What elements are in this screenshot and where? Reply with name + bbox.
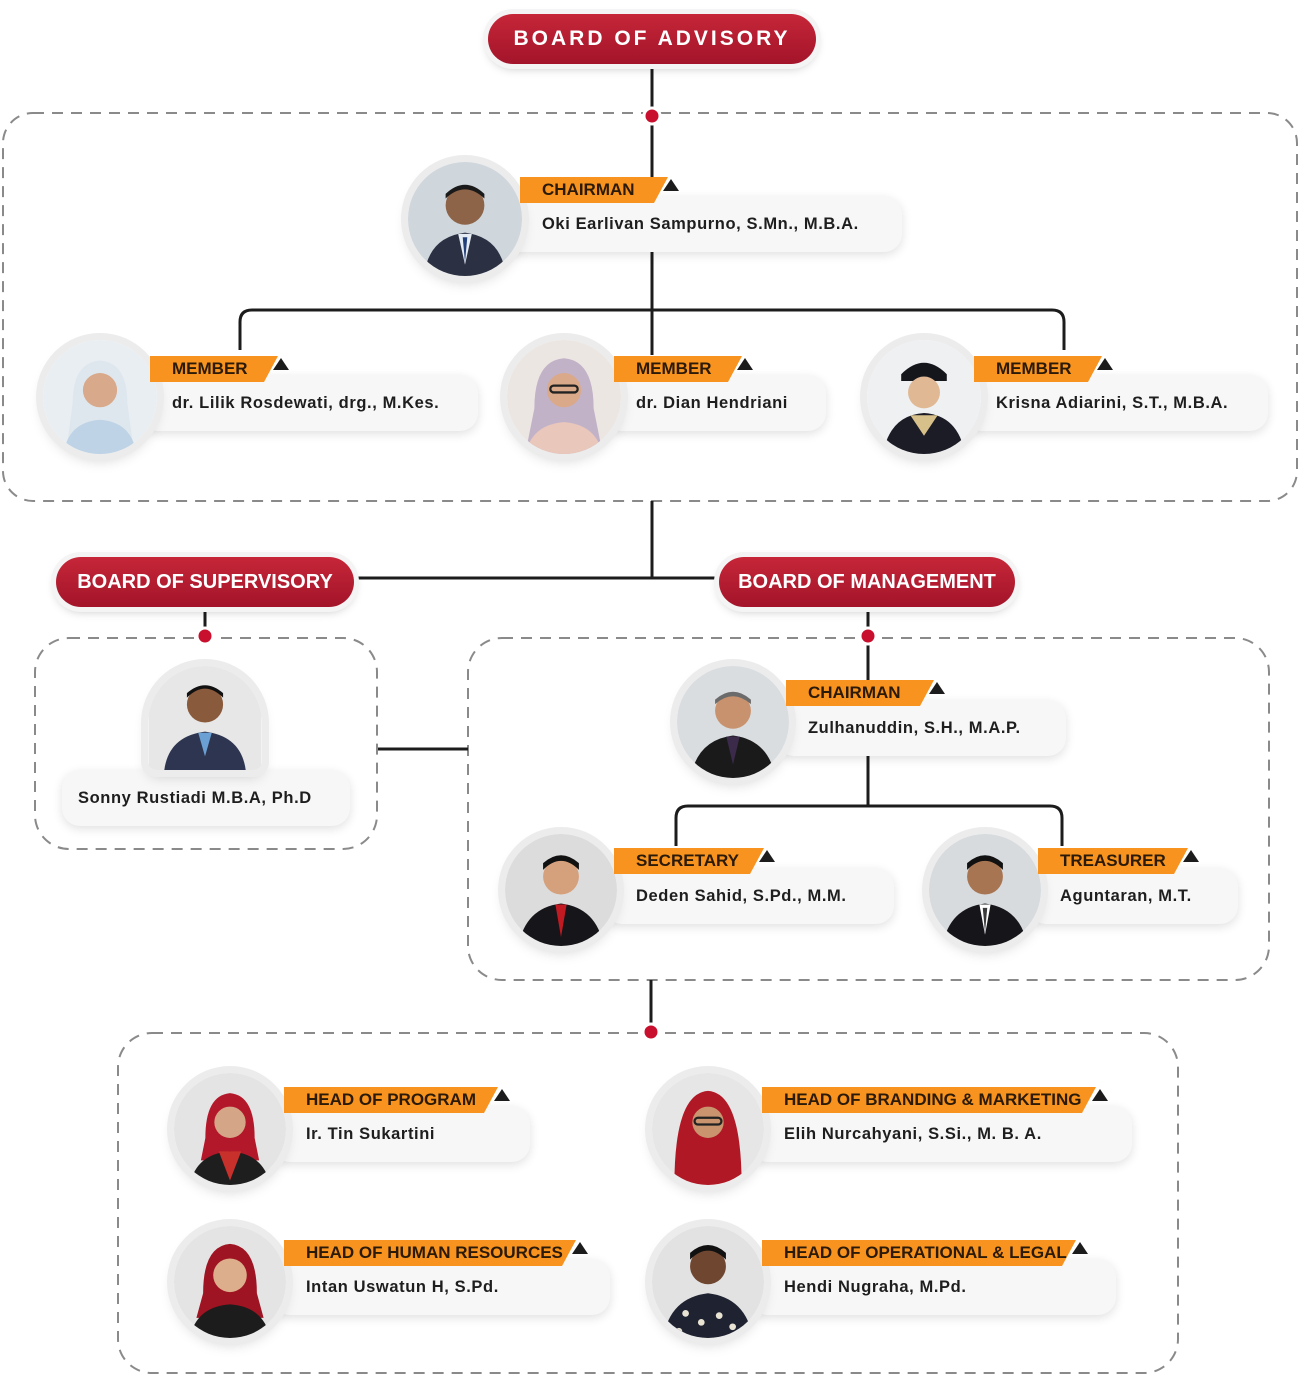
role-tag: SECRETARY xyxy=(614,848,764,874)
role-tag: CHAIRMAN xyxy=(786,680,934,706)
person-name: Aguntaran, M.T. xyxy=(1060,886,1192,905)
role-tag-corner xyxy=(1097,358,1113,370)
person-name: Krisna Adiarini, S.T., M.B.A. xyxy=(996,393,1229,412)
head-card: Ir. Tin Sukartini xyxy=(272,1106,530,1162)
treasurer-card: Aguntaran, M.T. xyxy=(1028,868,1238,924)
role-tag-corner xyxy=(929,682,945,694)
connector-dot xyxy=(642,106,662,126)
role-tag: MEMBER xyxy=(974,356,1102,382)
connector-members-branch xyxy=(238,308,1066,350)
person-name: dr. Lilik Rosdewati, drg., M.Kes. xyxy=(172,393,440,412)
management-chairman-card: Zulhanuddin, S.H., M.A.P. xyxy=(776,700,1066,756)
role-tag-corner xyxy=(572,1242,588,1254)
connector-secretary-treasurer xyxy=(674,804,1064,846)
role-tag-corner xyxy=(1072,1242,1088,1254)
role-tag: CHAIRMAN xyxy=(520,177,668,203)
role-tag-corner xyxy=(1092,1089,1108,1101)
secretary-card: Deden Sahid, S.Pd., M.M. xyxy=(604,868,894,924)
advisory-group-frame xyxy=(2,112,1298,502)
avatar xyxy=(43,340,157,454)
role-tag: HEAD OF OPERATIONAL & LEGAL xyxy=(762,1240,1076,1266)
role-tag-corner xyxy=(759,850,775,862)
role-tag: TREASURER xyxy=(1038,848,1188,874)
supervisory-member-card: Sonny Rustiadi M.B.A, Ph.D xyxy=(62,770,350,826)
role-tag: MEMBER xyxy=(150,356,278,382)
role-tag: HEAD OF BRANDING & MARKETING xyxy=(762,1087,1096,1113)
connector-dot xyxy=(195,626,215,646)
role-tag-corner xyxy=(663,179,679,191)
role-tag: MEMBER xyxy=(614,356,742,382)
board-of-management-title: BOARD OF MANAGEMENT xyxy=(719,557,1015,607)
role-tag: HEAD OF PROGRAM xyxy=(284,1087,498,1113)
avatar xyxy=(174,1226,286,1338)
person-name: Zulhanuddin, S.H., M.A.P. xyxy=(808,718,1021,737)
avatar xyxy=(867,340,981,454)
person-name: Elih Nurcahyani, S.Si., M. B. A. xyxy=(784,1124,1042,1143)
role-tag-corner xyxy=(737,358,753,370)
avatar xyxy=(652,1073,764,1185)
avatar xyxy=(929,834,1041,946)
avatar xyxy=(652,1226,764,1338)
head-card: Hendi Nugraha, M.Pd. xyxy=(750,1259,1116,1315)
role-tag: HEAD OF HUMAN RESOURCES xyxy=(284,1240,576,1266)
head-card: Intan Uswatun H, S.Pd. xyxy=(272,1259,610,1315)
avatar xyxy=(148,666,262,770)
avatar xyxy=(677,666,789,778)
role-tag-corner xyxy=(273,358,289,370)
connector-dot xyxy=(641,1022,661,1042)
person-name: Hendi Nugraha, M.Pd. xyxy=(784,1277,967,1296)
role-tag-corner xyxy=(494,1089,510,1101)
connector-dot xyxy=(858,626,878,646)
avatar xyxy=(507,340,621,454)
person-name: Intan Uswatun H, S.Pd. xyxy=(306,1277,499,1296)
advisory-member-card: dr. Lilik Rosdewati, drg., M.Kes. xyxy=(140,375,478,431)
board-of-advisory-title: BOARD OF ADVISORY xyxy=(488,14,816,64)
avatar xyxy=(505,834,617,946)
avatar xyxy=(174,1073,286,1185)
head-card: Elih Nurcahyani, S.Si., M. B. A. xyxy=(750,1106,1132,1162)
advisory-member-card: dr. Dian Hendriani xyxy=(604,375,826,431)
person-name: Sonny Rustiadi M.B.A, Ph.D xyxy=(78,788,312,807)
person-name: Ir. Tin Sukartini xyxy=(306,1124,436,1143)
person-name: dr. Dian Hendriani xyxy=(636,393,788,412)
advisory-member-card: Krisna Adiarini, S.T., M.B.A. xyxy=(964,375,1268,431)
heads-group-frame xyxy=(117,1032,1179,1374)
person-name: Deden Sahid, S.Pd., M.M. xyxy=(636,886,847,905)
person-name: Oki Earlivan Sampurno, S.Mn., M.B.A. xyxy=(542,214,859,233)
role-tag-corner xyxy=(1183,850,1199,862)
advisory-chairman-card: Oki Earlivan Sampurno, S.Mn., M.B.A. xyxy=(500,196,902,252)
avatar xyxy=(408,162,522,276)
board-of-supervisory-title: BOARD OF SUPERVISORY xyxy=(56,557,354,607)
